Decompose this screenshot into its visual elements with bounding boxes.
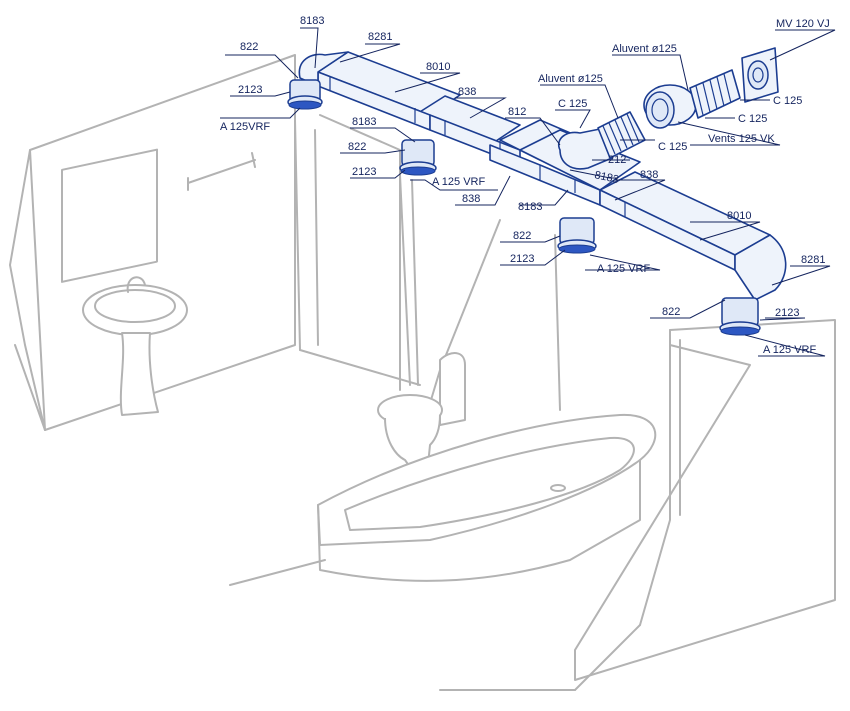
label-8281-top: 8281 <box>368 31 392 43</box>
label-838-top: 838 <box>458 86 476 98</box>
component-labels: 8183 822 8281 8010 2123 A 125VRF 838 818… <box>220 15 830 356</box>
mirror <box>61 148 158 283</box>
label-822-d: 822 <box>662 306 680 318</box>
label-8183-top: 8183 <box>300 15 324 27</box>
label-c125-d: C 125 <box>658 141 687 153</box>
label-aluvent-a: Aluvent ø125 <box>538 73 603 85</box>
label-a125-b: A 125 VRF <box>432 176 485 188</box>
label-212: 212 <box>608 154 626 166</box>
valve-group-d <box>719 297 761 336</box>
label-8010-top: 8010 <box>426 61 450 73</box>
label-c125-b: C 125 <box>773 95 802 107</box>
label-8183-d: 8183 <box>518 201 542 213</box>
label-8010-b: 8010 <box>727 210 751 222</box>
label-c125-c: C 125 <box>738 113 767 125</box>
toilet <box>377 352 466 471</box>
label-vents: Vents 125 VK <box>708 133 775 145</box>
wall-fan-mv120 <box>741 47 779 103</box>
label-8183-c: 8183 <box>593 169 619 186</box>
washbasin <box>82 276 188 416</box>
label-2123-c: 2123 <box>510 253 534 265</box>
label-a125-c: A 125 VRF <box>597 263 650 275</box>
label-838-mid: 838 <box>462 193 480 205</box>
label-2123-a: 2123 <box>238 84 262 96</box>
label-8281-b: 8281 <box>801 254 825 266</box>
label-822-c: 822 <box>513 230 531 242</box>
label-c125-a: C 125 <box>558 98 587 110</box>
label-2123-b: 2123 <box>352 166 376 178</box>
bathroom-room <box>9 54 836 691</box>
towel-rail <box>187 152 256 191</box>
label-a125-a: A 125VRF <box>220 121 270 133</box>
leader-lines <box>220 27 836 357</box>
label-822-b: 822 <box>348 141 366 153</box>
label-mv120: MV 120 VJ <box>776 18 830 30</box>
valve-group-c <box>557 217 597 254</box>
aluvent-flex-duct-right <box>689 69 741 119</box>
label-8183-mid: 8183 <box>352 116 376 128</box>
valve-group-b <box>399 139 437 176</box>
label-a125-d: A 125 VRF <box>763 344 816 356</box>
label-838-c: 838 <box>640 169 658 181</box>
label-822-top: 822 <box>240 41 258 53</box>
label-aluvent-b: Aluvent ø125 <box>612 43 677 55</box>
inline-fan-vents-125-vk <box>643 84 697 129</box>
duct-network <box>287 47 787 336</box>
bathtub <box>317 413 657 582</box>
label-2123-d: 2123 <box>775 307 799 319</box>
valve-group-a <box>287 79 323 110</box>
label-812: 812 <box>508 106 526 118</box>
